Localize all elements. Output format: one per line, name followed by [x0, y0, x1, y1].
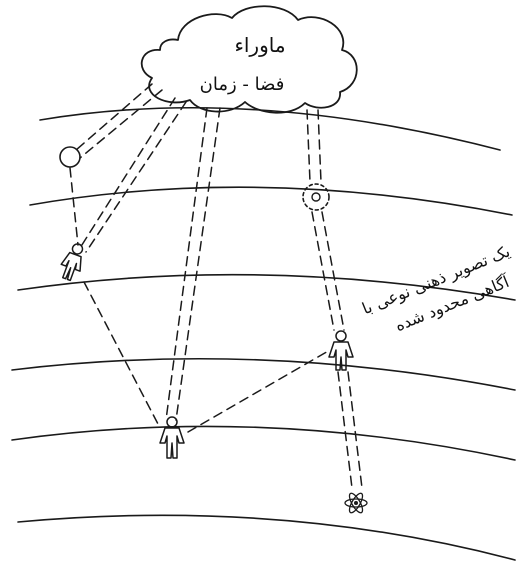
dotted-circle-icon [303, 184, 329, 210]
cloud-to-circle-line-a [76, 84, 152, 150]
cloud-subtitle: فضا - زمان [200, 74, 285, 95]
cloud-to-circle-line-b [80, 90, 162, 158]
circle-icon [60, 147, 80, 167]
annotation: یک تصویر ذهنی نوعی با آگاهی محدود شده [359, 242, 520, 346]
curve-4 [12, 359, 515, 390]
cloud-to-bottom-person-line-a [166, 108, 207, 420]
dashed-connectors [70, 84, 362, 488]
cloud-to-dotted-circle-line-b [318, 110, 321, 182]
curve-1 [40, 108, 500, 150]
person-to-bottom-person-line [84, 282, 158, 424]
person-icon-upper-left [57, 241, 88, 283]
cloud-to-bottom-person-line-b [176, 108, 220, 420]
cloud-to-person-line-a [80, 98, 175, 248]
cloud-to-person-line-b [86, 102, 186, 252]
circle-to-person-line [70, 168, 78, 245]
curve-6 [18, 515, 515, 560]
curved-lines [12, 108, 515, 560]
dotted-circle-to-person-line-b [322, 212, 344, 330]
person-icon-bottom [160, 417, 184, 458]
cloud-to-dotted-circle-line-a [307, 110, 310, 182]
curve-5 [12, 426, 515, 460]
cloud-title: ماوراء [234, 33, 285, 57]
cloud: ماوراء فضا - زمان [142, 6, 357, 112]
atom-icon [345, 491, 367, 514]
dotted-circle-to-person-line-a [312, 212, 334, 330]
cloud-outline [142, 6, 357, 112]
bottom-to-right-person-line [188, 350, 330, 432]
curve-2 [30, 187, 512, 215]
